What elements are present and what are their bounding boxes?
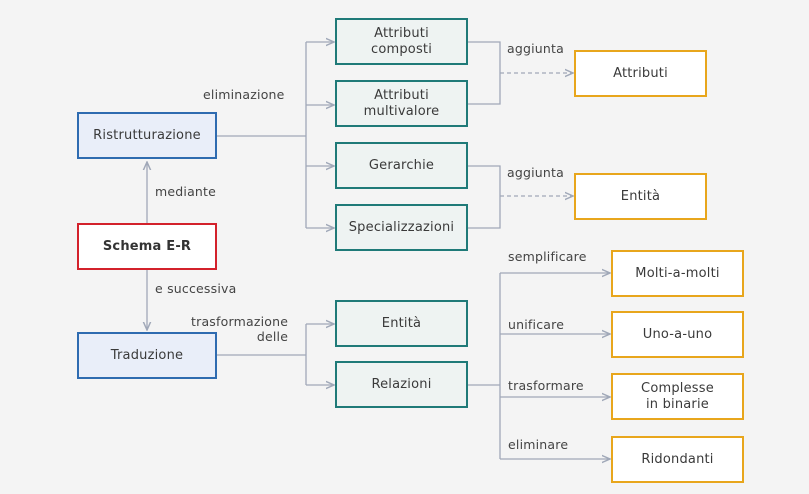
label-unificare: unificare [508,317,565,332]
node-ristrutturazione: Ristrutturazione [77,112,217,159]
node-schema-er: Schema E-R [77,223,217,270]
node-traduzione: Traduzione [77,332,217,379]
label-e-successiva: e successiva [155,281,237,296]
node-molti-a-molti: Molti-a-molti [611,250,744,297]
node-attributi-multivalore: Attributi multivalore [335,80,468,127]
node-uno-a-uno: Uno-a-uno [611,311,744,358]
label-aggiunta-attributi: aggiunta [507,41,565,56]
label-mediante: mediante [155,184,217,199]
node-ridondanti: Ridondanti [611,436,744,483]
label-aggiunta-entita: aggiunta [507,165,565,180]
node-entita-top: Entità [574,173,707,220]
node-complesse-in-binarie: Complesse in binarie [611,373,744,420]
node-attributi-composti: Attributi composti [335,18,468,65]
line-entita-join [468,165,501,229]
node-specializzazioni: Specializzazioni [335,204,468,251]
node-relazioni: Relazioni [335,361,468,408]
label-trasformazione-delle: trasformazione delle [191,314,289,344]
node-gerarchie: Gerarchie [335,142,468,189]
label-semplificare: semplificare [508,249,587,264]
label-eliminare: eliminare [508,437,569,452]
label-trasformare: trasformare [508,378,584,393]
label-eliminazione: eliminazione [203,87,285,102]
line-attributi-join [468,41,501,105]
node-entita: Entità [335,300,468,347]
node-attributi: Attributi [574,50,707,97]
